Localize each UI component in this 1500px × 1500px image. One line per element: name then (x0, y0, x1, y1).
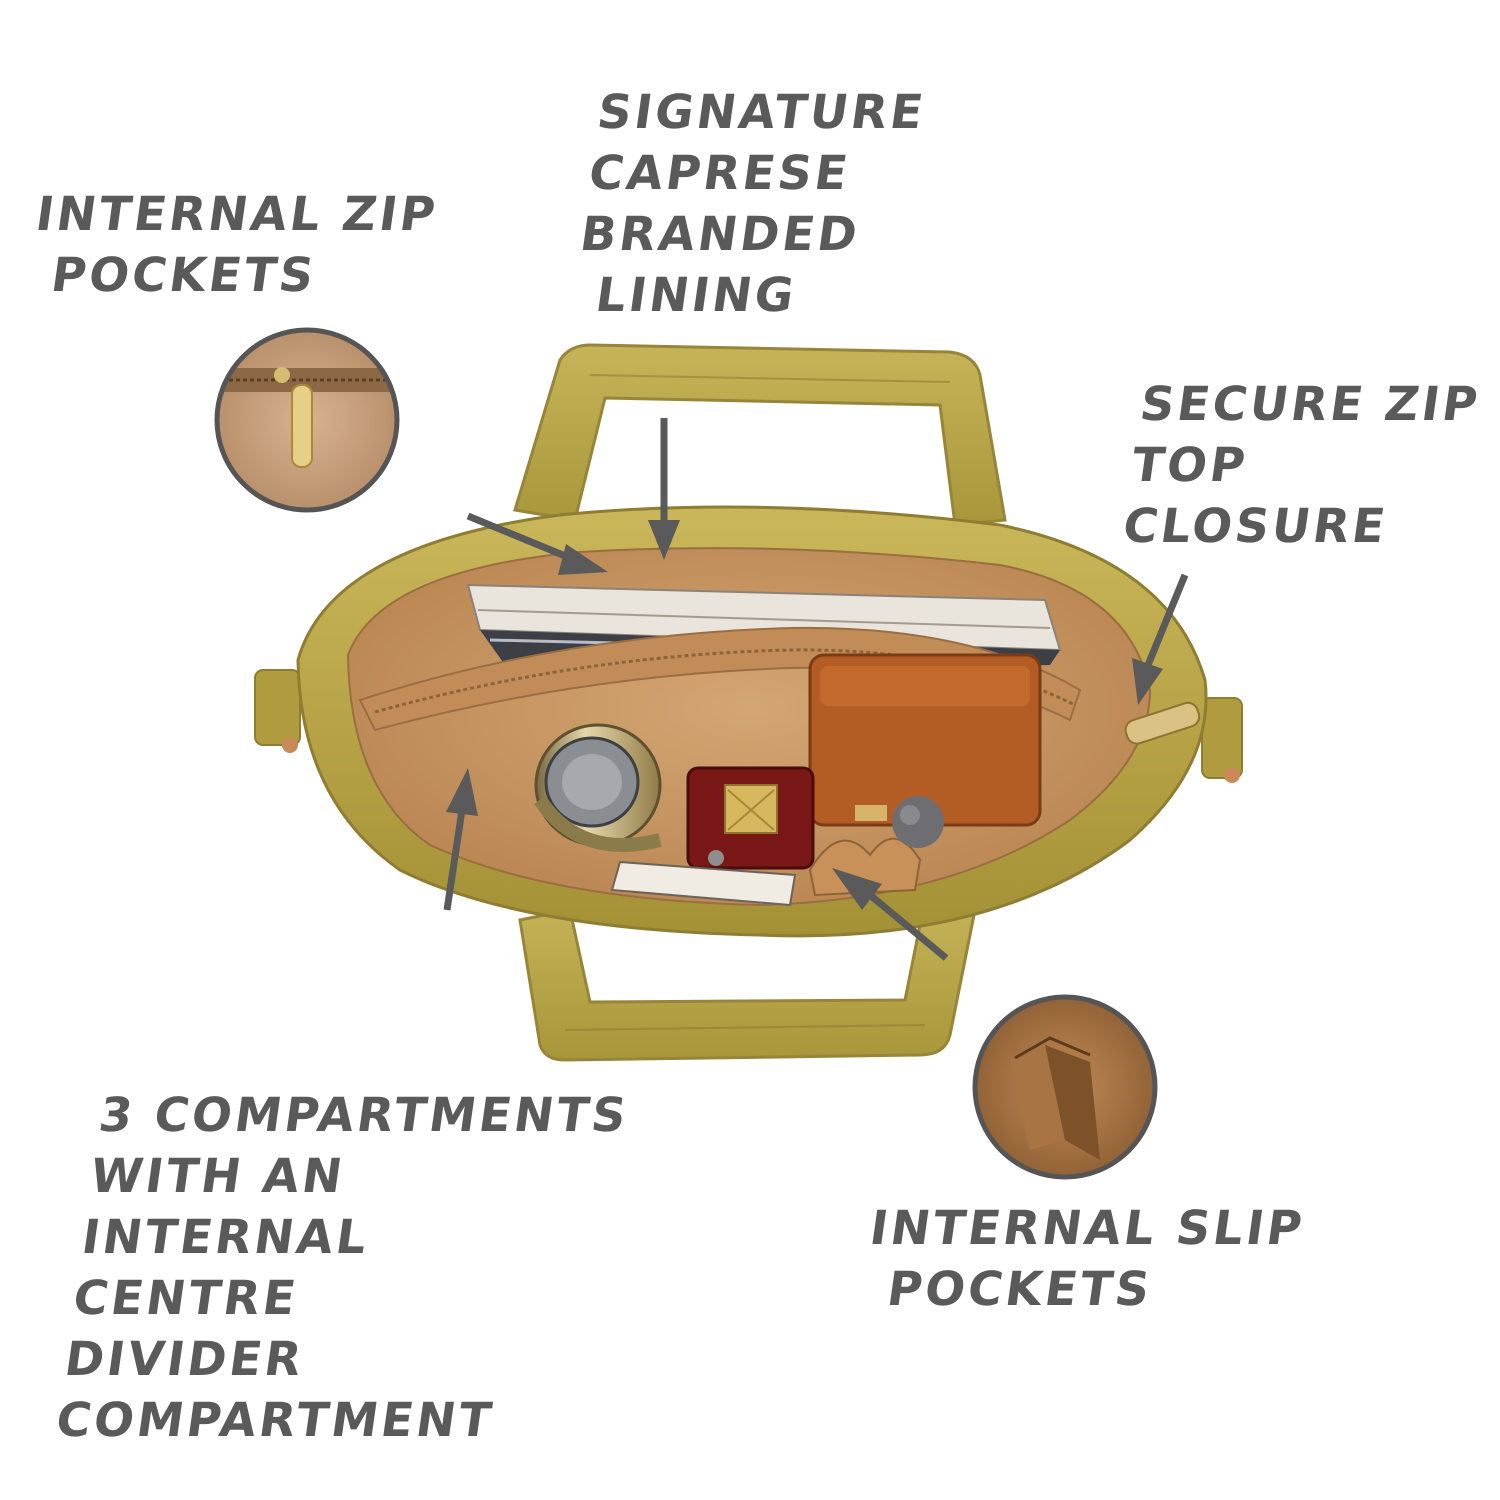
label-line: CAPRESE (585, 146, 854, 201)
label-zip-top-closure: SECURE ZIP TOP CLOSURE (1119, 374, 1484, 557)
label-branded-lining: SIGNATURE CAPRESE BRANDED LINING (568, 82, 930, 326)
label-compartments: 3 COMPARTMENTS WITH AN INTERNAL CENTRE D… (52, 1085, 633, 1451)
label-line: LINING (592, 268, 801, 323)
label-line: CLOSURE (1119, 499, 1392, 554)
label-line: DIVIDER (61, 1332, 308, 1387)
label-line: CENTRE (69, 1271, 302, 1326)
label-line: INTERNAL ZIP (32, 187, 442, 242)
bottle (534, 723, 662, 852)
top-handle (513, 343, 1007, 527)
label-line: SECURE ZIP (1136, 377, 1484, 432)
label-line: TOP (1128, 438, 1252, 493)
label-line: POCKETS (883, 1262, 1156, 1317)
label-internal-zip-pockets: INTERNAL ZIP POCKETS (23, 184, 441, 306)
label-line: INTERNAL SLIP (866, 1201, 1309, 1256)
label-line: WITH AN (86, 1149, 349, 1204)
label-line: COMPARTMENT (52, 1393, 498, 1448)
perfume (686, 766, 815, 870)
slip-pocket-inset (972, 994, 1158, 1180)
label-line: SIGNATURE (593, 85, 930, 140)
label-internal-slip-pockets: INTERNAL SLIP POCKETS (857, 1198, 1308, 1320)
label-line: BRANDED (576, 207, 864, 262)
zip-pocket-inset (214, 327, 400, 513)
label-line: 3 COMPARTMENTS (95, 1088, 633, 1143)
label-line: POCKETS (47, 248, 320, 303)
label-line: INTERNAL (78, 1210, 373, 1265)
arrows (443, 418, 1189, 961)
